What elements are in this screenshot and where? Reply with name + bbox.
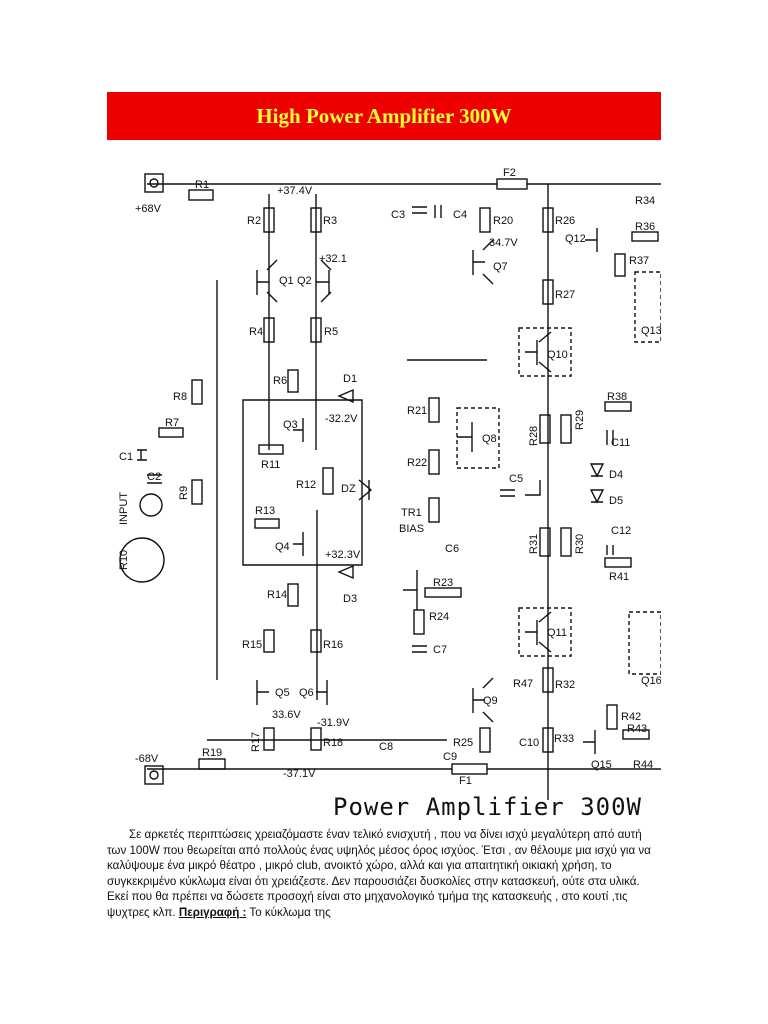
label-R29: R29 xyxy=(574,410,586,430)
label-R41: R41 xyxy=(609,571,629,583)
label-R1: R1 xyxy=(195,179,209,191)
label-R18: R18 xyxy=(323,737,343,749)
label-R30: R30 xyxy=(574,534,586,554)
label-R43: R43 xyxy=(627,723,647,735)
label-input: INPUT xyxy=(118,492,130,525)
label-v323: +32.3V xyxy=(325,549,361,561)
label-R4: R4 xyxy=(249,326,263,338)
label-R27: R27 xyxy=(555,289,575,301)
label-C4: C4 xyxy=(453,209,467,221)
label-F2: F2 xyxy=(503,167,516,179)
label-C10: C10 xyxy=(519,737,539,749)
label-F1: F1 xyxy=(459,775,472,787)
label-C9: C9 xyxy=(443,751,457,763)
label-vm322: -32.2V xyxy=(325,413,358,425)
label-C3: C3 xyxy=(391,209,405,221)
label-R42: R42 xyxy=(621,711,641,723)
label-R19: R19 xyxy=(202,747,222,759)
label-Q6: Q6 xyxy=(299,687,314,699)
label-C2: C2 xyxy=(147,471,161,483)
label-R38: R38 xyxy=(607,391,627,403)
label-C7: C7 xyxy=(433,644,447,656)
section-heading-description: Περιγραφή : xyxy=(178,905,247,919)
label-C11: C11 xyxy=(611,437,630,449)
label-R28: R28 xyxy=(528,426,540,446)
label-Q13: Q13 xyxy=(641,325,661,337)
label-Q3: Q3 xyxy=(283,419,298,431)
label-Q2: Q2 xyxy=(297,275,312,287)
article-paragraph: Σε αρκετές περιπτώσεις χρειαζόμαστε έναν… xyxy=(107,827,661,921)
label-R3: R3 xyxy=(323,215,337,227)
label-R8: R8 xyxy=(173,391,187,403)
label-Q5: Q5 xyxy=(275,687,290,699)
label-R31: R31 xyxy=(528,534,540,554)
page-title: High Power Amplifier 300W xyxy=(256,103,512,128)
label-bias: BIAS xyxy=(399,523,424,535)
paragraph-tail: Το κύκλωμα της xyxy=(246,905,331,919)
label-v336: 33.6V xyxy=(272,709,301,721)
label-vm319: -31.9V xyxy=(317,717,350,729)
label-R21: R21 xyxy=(407,405,427,417)
label-Q11: Q11 xyxy=(547,627,567,639)
article-body: Σε αρκετές περιπτώσεις χρειαζόμαστε έναν… xyxy=(107,827,661,921)
label-R32: R32 xyxy=(555,679,575,691)
label-v321: +32.1 xyxy=(319,253,347,265)
label-Q10: Q10 xyxy=(547,349,568,361)
label-R5: R5 xyxy=(324,326,338,338)
label-R17: R17 xyxy=(250,732,262,752)
paragraph-text: Σε αρκετές περιπτώσεις χρειαζόμαστε έναν… xyxy=(107,828,651,919)
label-C1: C1 xyxy=(119,451,133,463)
label-R24: R24 xyxy=(429,611,449,623)
label-R44: R44 xyxy=(633,759,653,771)
label-DZ: DZ xyxy=(341,483,356,495)
label-R10: R10 xyxy=(118,550,130,570)
label-v347: 34.7V xyxy=(489,237,518,249)
label-C8: C8 xyxy=(379,741,393,753)
label-R36: R36 xyxy=(635,221,655,233)
label-C5: C5 xyxy=(509,473,523,485)
amplifier-schematic: +68V -68V INPUT BIAS +37.4V 34.7V +32.1 … xyxy=(118,167,661,800)
label-R20: R20 xyxy=(493,215,513,227)
label-v374: +37.4V xyxy=(277,185,313,197)
label-R47: R47 xyxy=(513,678,533,690)
schematic-caption: Power Amplifier 300W xyxy=(333,793,642,821)
label-TR1: TR1 xyxy=(401,507,422,519)
label-D5: D5 xyxy=(609,495,623,507)
label-R23: R23 xyxy=(433,577,453,589)
label-Q16: Q16 xyxy=(641,675,661,687)
label-R14: R14 xyxy=(267,589,287,601)
label-D4: D4 xyxy=(609,469,623,481)
label-R15: R15 xyxy=(242,639,262,651)
label-Q15: Q15 xyxy=(591,759,612,771)
label-R33: R33 xyxy=(554,733,574,745)
label-R22: R22 xyxy=(407,457,427,469)
label-Q1: Q1 xyxy=(279,275,294,287)
label-Q7: Q7 xyxy=(493,261,508,273)
label-C12: C12 xyxy=(611,525,631,537)
label-vm371: -37.1V xyxy=(283,768,316,780)
label-R16: R16 xyxy=(323,639,343,651)
label-R26: R26 xyxy=(555,215,575,227)
label-R37: R37 xyxy=(629,255,649,267)
label-R6: R6 xyxy=(273,375,287,387)
label-Q8: Q8 xyxy=(482,433,497,445)
label-R13: R13 xyxy=(255,505,275,517)
label-D1: D1 xyxy=(343,373,357,385)
label-R2: R2 xyxy=(247,215,261,227)
label-R12: R12 xyxy=(296,479,316,491)
label-R11: R11 xyxy=(261,459,280,471)
label-R7: R7 xyxy=(165,417,179,429)
label-D3: D3 xyxy=(343,593,357,605)
label-C6: C6 xyxy=(445,543,459,555)
label-R9: R9 xyxy=(178,486,190,500)
label-minus68v: -68V xyxy=(135,753,159,765)
label-Q9: Q9 xyxy=(483,695,498,707)
label-Q12: Q12 xyxy=(565,233,586,245)
label-Q4: Q4 xyxy=(275,541,290,553)
label-R34: R34 xyxy=(635,195,655,207)
title-banner: High Power Amplifier 300W xyxy=(107,92,661,140)
label-R25: R25 xyxy=(453,737,473,749)
label-plus68v: +68V xyxy=(135,203,162,215)
